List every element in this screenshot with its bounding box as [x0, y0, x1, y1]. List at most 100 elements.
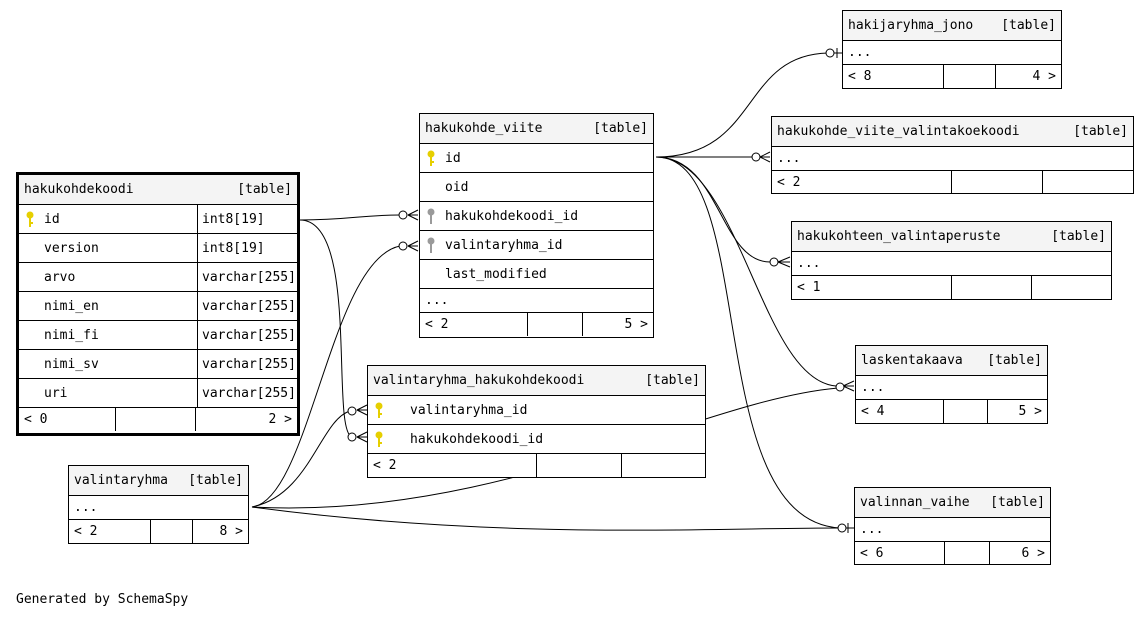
children-count[interactable]: 8 >	[192, 520, 248, 543]
column-name: valintaryhma_id	[410, 402, 528, 418]
table-name[interactable]: valinnan_vaihe	[860, 495, 970, 510]
column-name: valintaryhma_id	[445, 237, 563, 253]
more-columns: ...	[855, 517, 1050, 541]
footer-spacer	[1031, 276, 1111, 299]
table-name[interactable]: hakukohde_viite	[425, 121, 543, 136]
table-kind: [table]	[1001, 18, 1056, 33]
ellipsis: ...	[848, 45, 872, 60]
column-type: varchar[255]	[197, 379, 297, 407]
parents-count[interactable]: < 2	[74, 524, 98, 539]
table-name[interactable]: hakukohde_viite_valintakoekoodi	[777, 124, 1020, 139]
edge-valintaryhma-valinnan-vaihe	[251, 506, 841, 531]
table-hakukohdekoodi[interactable]: hakukohdekoodi [table] id int8[19] versi…	[16, 172, 300, 436]
column-type: varchar[255]	[197, 321, 297, 349]
table-name[interactable]: hakukohteen_valintaperuste	[797, 229, 1001, 244]
column-row[interactable]: hakukohdekoodi_id	[368, 424, 705, 453]
column-row[interactable]: valintaryhma_id	[368, 395, 705, 424]
column-row[interactable]: arvo varchar[255]	[19, 262, 297, 291]
column-row[interactable]: nimi_en varchar[255]	[19, 291, 297, 320]
column-row[interactable]: id	[420, 143, 653, 172]
table-kind: [table]	[987, 353, 1042, 368]
primary-key-icon	[427, 150, 435, 166]
edge-hv-hakijaryhma-jono	[655, 52, 829, 158]
table-footer: < 1	[792, 275, 1111, 299]
ellipsis: ...	[860, 522, 884, 537]
footer-spacer	[951, 276, 1031, 299]
footer-spacer	[944, 542, 989, 565]
foreign-key-icon	[427, 208, 435, 224]
children-count[interactable]: 6 >	[989, 542, 1050, 565]
column-row[interactable]: nimi_fi varchar[255]	[19, 320, 297, 349]
table-name[interactable]: hakukohdekoodi	[24, 182, 134, 197]
column-row[interactable]: hakukohdekoodi_id	[420, 201, 653, 230]
column-row[interactable]: uri varchar[255]	[19, 378, 297, 407]
table-header: hakijaryhma_jono [table]	[843, 11, 1061, 40]
ellipsis: ...	[777, 151, 801, 166]
column-row[interactable]: nimi_sv varchar[255]	[19, 349, 297, 378]
column-row[interactable]: last_modified	[420, 259, 653, 288]
table-footer: < 8 4 >	[843, 64, 1061, 88]
column-name: hakukohdekoodi_id	[410, 431, 544, 447]
parents-count[interactable]: < 0	[24, 412, 48, 427]
table-footer: < 2	[368, 453, 705, 477]
parents-count[interactable]: < 2	[425, 317, 449, 332]
parents-count[interactable]: < 1	[797, 280, 821, 295]
parents-count[interactable]: < 8	[848, 69, 872, 84]
column-row[interactable]: oid	[420, 172, 653, 201]
parents-count[interactable]: < 2	[373, 458, 397, 473]
table-header: valintaryhma [table]	[69, 466, 248, 495]
footer-spacer	[943, 65, 995, 88]
column-name: version	[44, 240, 99, 256]
column-name: id	[445, 150, 461, 166]
table-valintaryhma[interactable]: valintaryhma [table] ... < 2 8 >	[68, 465, 249, 544]
table-kind: [table]	[1073, 124, 1128, 139]
parents-count[interactable]: < 6	[860, 546, 884, 561]
children-count[interactable]: 5 >	[987, 400, 1047, 423]
children-count[interactable]: 5 >	[582, 313, 653, 336]
table-header: hakukohdekoodi [table]	[19, 175, 297, 204]
table-hakijaryhma-jono[interactable]: hakijaryhma_jono [table] ... < 8 4 >	[842, 10, 1062, 89]
column-name: uri	[44, 385, 68, 401]
column-type: int8[19]	[197, 205, 297, 233]
more-columns: ...	[856, 375, 1047, 399]
table-kind: [table]	[237, 182, 292, 197]
footer-spacer	[951, 171, 1042, 194]
footer-spacer	[1042, 171, 1133, 194]
ellipsis: ...	[861, 380, 885, 395]
table-kind: [table]	[990, 495, 1045, 510]
table-kind: [table]	[593, 121, 648, 136]
table-header: hakukohde_viite_valintakoekoodi [table]	[772, 117, 1133, 146]
table-hakukohteen-valintaperuste[interactable]: hakukohteen_valintaperuste [table] ... <…	[791, 221, 1112, 300]
table-footer: < 2 8 >	[69, 519, 248, 543]
generated-by-label: Generated by SchemaSpy	[16, 592, 189, 607]
footer-spacer	[527, 313, 582, 336]
table-name[interactable]: laskentakaava	[861, 353, 963, 368]
foreign-key-icon	[427, 237, 435, 253]
edge-hakukohdekoodi-vrhk	[299, 219, 353, 438]
ellipsis: ...	[74, 500, 98, 515]
more-columns: ...	[420, 288, 653, 312]
parents-count[interactable]: < 4	[861, 404, 885, 419]
table-valintaryhma-hakukohdekoodi[interactable]: valintaryhma_hakukohdekoodi [table] vali…	[367, 365, 706, 478]
children-count[interactable]: 2 >	[195, 408, 297, 431]
table-name[interactable]: valintaryhma_hakukohdekoodi	[373, 373, 585, 388]
table-header: laskentakaava [table]	[856, 346, 1047, 375]
table-laskentakaava[interactable]: laskentakaava [table] ... < 4 5 >	[855, 345, 1048, 424]
table-name[interactable]: valintaryhma	[74, 473, 168, 488]
parents-count[interactable]: < 2	[777, 175, 801, 190]
column-name: arvo	[44, 269, 76, 285]
more-columns: ...	[843, 40, 1061, 64]
column-row[interactable]: version int8[19]	[19, 233, 297, 262]
primary-key-icon	[375, 431, 383, 447]
table-footer: < 2 5 >	[420, 312, 653, 336]
column-name: hakukohdekoodi_id	[445, 208, 579, 224]
table-name[interactable]: hakijaryhma_jono	[848, 18, 974, 33]
children-count[interactable]: 4 >	[995, 65, 1061, 88]
column-row[interactable]: id int8[19]	[19, 204, 297, 233]
table-hakukohde-viite-valintakoekoodi[interactable]: hakukohde_viite_valintakoekoodi [table] …	[771, 116, 1134, 194]
column-row[interactable]: valintaryhma_id	[420, 230, 653, 259]
table-kind: [table]	[1051, 229, 1106, 244]
table-footer: < 2	[772, 170, 1133, 194]
table-hakukohde-viite[interactable]: hakukohde_viite [table] id oid hakukohde…	[419, 113, 654, 338]
table-valinnan-vaihe[interactable]: valinnan_vaihe [table] ... < 6 6 >	[854, 487, 1051, 565]
